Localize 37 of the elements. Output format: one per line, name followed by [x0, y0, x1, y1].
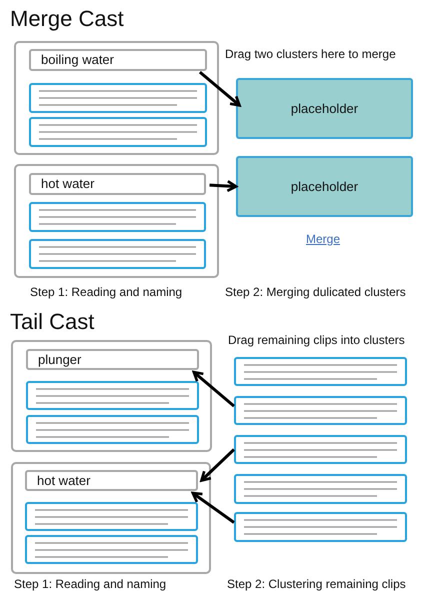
- step-caption: Step 1: Reading and naming: [30, 285, 182, 299]
- clip-card: [234, 435, 407, 464]
- clip-card: [26, 415, 199, 444]
- arrow: [209, 180, 238, 192]
- arrow: [192, 370, 235, 408]
- section-heading: Merge Cast: [10, 6, 124, 32]
- cluster-name-box: plunger: [26, 349, 199, 370]
- merge-link: Merge: [306, 232, 340, 246]
- clip-card: [29, 239, 206, 269]
- clip-card: [29, 83, 207, 113]
- instruction-text: Drag remaining clips into clusters: [228, 333, 405, 347]
- arrow: [200, 448, 236, 482]
- clip-card: [29, 202, 206, 232]
- instruction-text: Drag two clusters here to merge: [225, 47, 396, 61]
- clip-card: [26, 381, 199, 410]
- clip-card: [234, 474, 407, 504]
- clip-card: [234, 357, 407, 386]
- clip-card: [25, 502, 198, 531]
- cluster-name-box: hot water: [29, 173, 206, 195]
- cluster-name-box: hot water: [25, 470, 198, 491]
- cluster-panel: [14, 41, 219, 155]
- step-caption: Step 2: Clustering remaining clips: [227, 577, 406, 591]
- arrow: [198, 70, 241, 107]
- clip-card: [234, 512, 407, 542]
- cluster-panel: [14, 164, 219, 278]
- cluster-panel: [11, 462, 211, 574]
- arrow: [192, 492, 235, 524]
- step-caption: Step 1: Reading and naming: [14, 577, 166, 591]
- clip-card: [29, 117, 207, 147]
- step-caption: Step 2: Merging dulicated clusters: [225, 285, 406, 299]
- clip-card: [25, 535, 198, 564]
- section-heading: Tail Cast: [10, 309, 94, 335]
- cluster-name-box: boiling water: [29, 49, 207, 71]
- drop-target-box: placeholder: [236, 78, 413, 139]
- drop-target-box: placeholder: [236, 156, 413, 217]
- clip-card: [234, 396, 407, 425]
- cluster-panel: [11, 340, 212, 452]
